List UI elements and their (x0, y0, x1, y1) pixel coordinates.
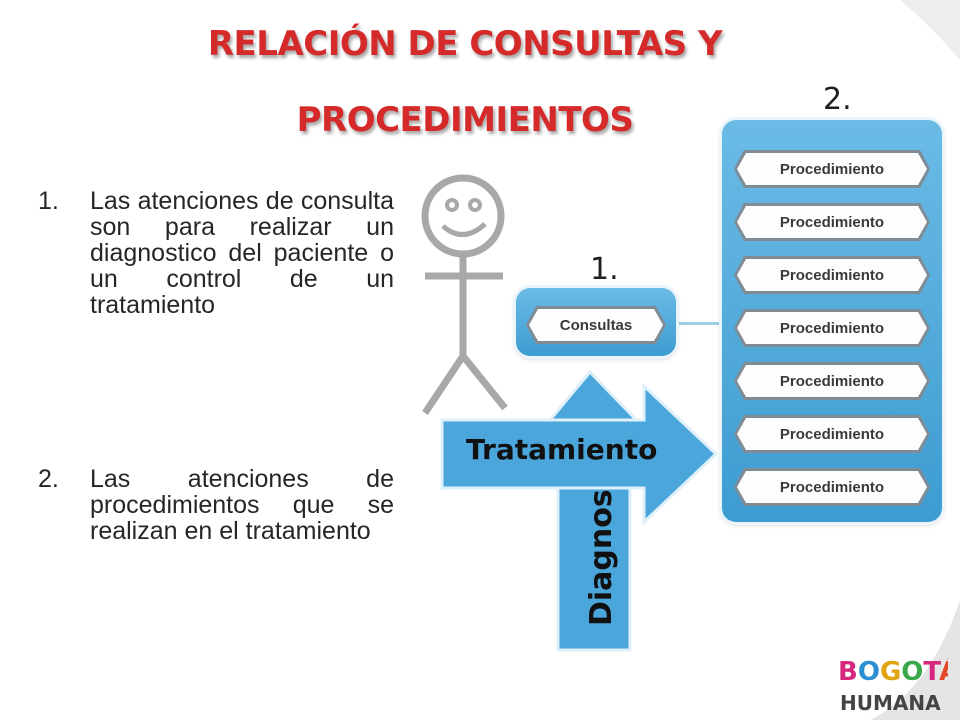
procedimiento-shape: Procedimiento (734, 203, 930, 241)
procedimiento-label: Procedimiento (737, 365, 927, 397)
svg-text:BOGOTÁ: BOGOTÁ (838, 655, 948, 687)
list-number: 1. (38, 187, 59, 215)
procedimiento-shape: Procedimiento (734, 309, 930, 347)
bogota-humana-logo: BOGOTÁ HUMANA (838, 655, 948, 714)
consultas-label: Consultas (529, 309, 663, 341)
procedimiento-shape: Procedimiento (734, 150, 930, 188)
marker-1: 1. (590, 252, 619, 287)
consultas-shape: Consultas (526, 306, 666, 344)
list-item-1: 1. Las atenciones de consulta son para re… (38, 188, 394, 318)
procedimiento-shape: Procedimiento (734, 468, 930, 506)
procedimiento-shape: Procedimiento (734, 362, 930, 400)
procedimiento-label: Procedimiento (737, 312, 927, 344)
slide-title-line1: RELACIÓN DE CONSULTAS Y (207, 24, 723, 64)
stick-figure-icon (421, 174, 508, 415)
procedimiento-label: Procedimiento (737, 471, 927, 503)
procedimiento-shape: Procedimiento (734, 415, 930, 453)
procedimiento-label: Procedimiento (737, 206, 927, 238)
svg-text:HUMANA: HUMANA (840, 691, 941, 714)
procedimiento-label: Procedimiento (737, 418, 927, 450)
list-item-2: 2. Las atenciones de procedimientos que s… (38, 466, 394, 544)
marker-2: 2. (823, 82, 852, 117)
tratamiento-arrow (440, 384, 719, 526)
list-number: 2. (38, 465, 59, 493)
procedimiento-shape: Procedimiento (734, 256, 930, 294)
list-text: Las atenciones de consulta son para real… (90, 187, 394, 319)
slide-title-line2: PROCEDIMIENTOS (296, 100, 634, 140)
list-text: Las atenciones de procedimientos que se … (90, 465, 394, 545)
connector-line (676, 322, 736, 325)
tratamiento-label: Tratamiento (466, 433, 658, 466)
procedimiento-label: Procedimiento (737, 259, 927, 291)
procedimiento-label: Procedimiento (737, 153, 927, 185)
